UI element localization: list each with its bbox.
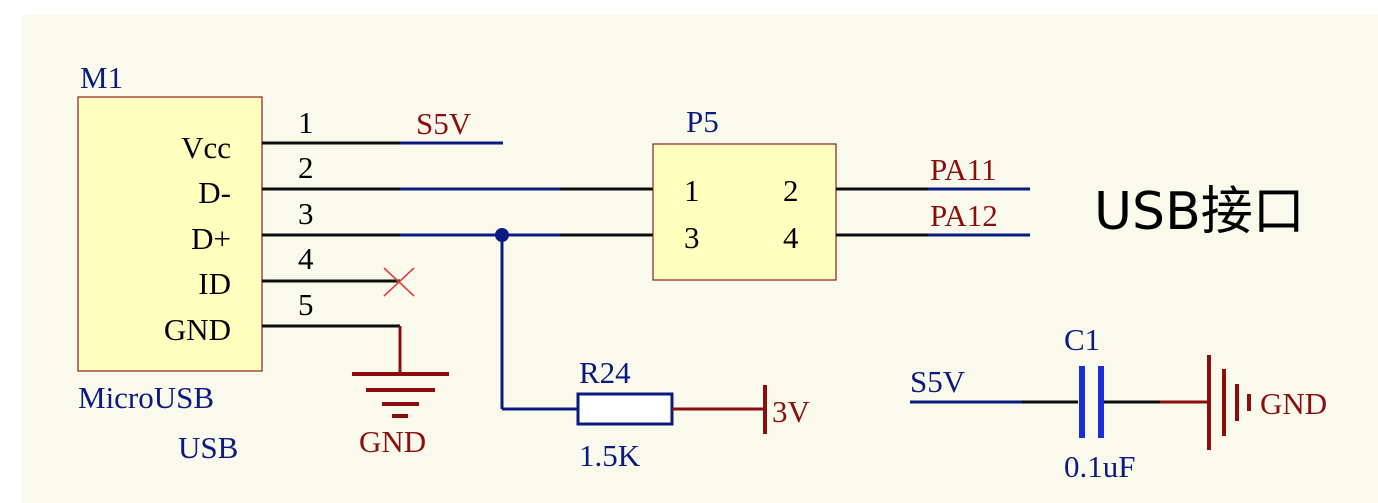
pin-name-id: ID xyxy=(198,266,231,301)
header-p5-body xyxy=(652,143,837,281)
net-label-pa11: PA11 xyxy=(930,152,997,187)
pin-name-d-plus: D+ xyxy=(191,221,231,256)
schematic-title: USB接口 xyxy=(1094,182,1305,242)
pin-number-3: 3 xyxy=(298,196,314,231)
ground-label-c1: GND xyxy=(1260,386,1327,421)
resistor-r24[interactable]: R24 1.5K xyxy=(576,355,674,473)
pin-number-4: 4 xyxy=(298,241,314,276)
header-p5-pin-2: 2 xyxy=(783,173,799,208)
ground-symbol-m1 xyxy=(352,372,449,418)
pin-number-5: 5 xyxy=(298,287,314,322)
pin-name-d-minus: D- xyxy=(198,175,231,210)
pin-name-gnd: GND xyxy=(164,312,231,347)
power-port-3v-label: 3V xyxy=(772,394,811,429)
net-label-s5v-c1: S5V xyxy=(910,364,966,399)
pin-name-vcc: Vcc xyxy=(181,130,231,165)
resistor-r24-body xyxy=(576,392,674,426)
capacitor-c1-value: 0.1uF xyxy=(1064,449,1136,484)
resistor-r24-value: 1.5K xyxy=(579,438,641,473)
connector-m1-body xyxy=(77,96,263,372)
header-p5-designator: P5 xyxy=(686,104,719,139)
no-connect-id xyxy=(383,267,415,297)
header-p5-pin-1: 1 xyxy=(684,173,700,208)
connector-m1-designator: M1 xyxy=(80,60,123,95)
pin-number-2: 2 xyxy=(298,150,314,185)
connector-m1-comment: MicroUSB xyxy=(78,380,214,415)
connector-m1-footprint: USB xyxy=(178,430,238,465)
resistor-r24-designator: R24 xyxy=(579,355,631,390)
capacitor-c1-designator: C1 xyxy=(1064,322,1100,357)
ground-symbol-c1 xyxy=(1207,355,1251,450)
connector-m1[interactable]: M1 MicroUSB USB Vcc D- D+ ID GND 1 2 3 4… xyxy=(77,60,400,465)
capacitor-c1[interactable]: C1 0.1uF xyxy=(1064,322,1136,484)
header-p5[interactable]: P5 1 2 3 4 xyxy=(652,104,837,281)
header-p5-pin-3: 3 xyxy=(684,220,700,255)
net-label-s5v-m1: S5V xyxy=(416,106,472,141)
header-p5-pin-4: 4 xyxy=(783,220,799,255)
net-label-pa12: PA12 xyxy=(930,198,998,233)
ground-label-m1: GND xyxy=(359,424,426,459)
pin-number-1: 1 xyxy=(298,105,314,140)
